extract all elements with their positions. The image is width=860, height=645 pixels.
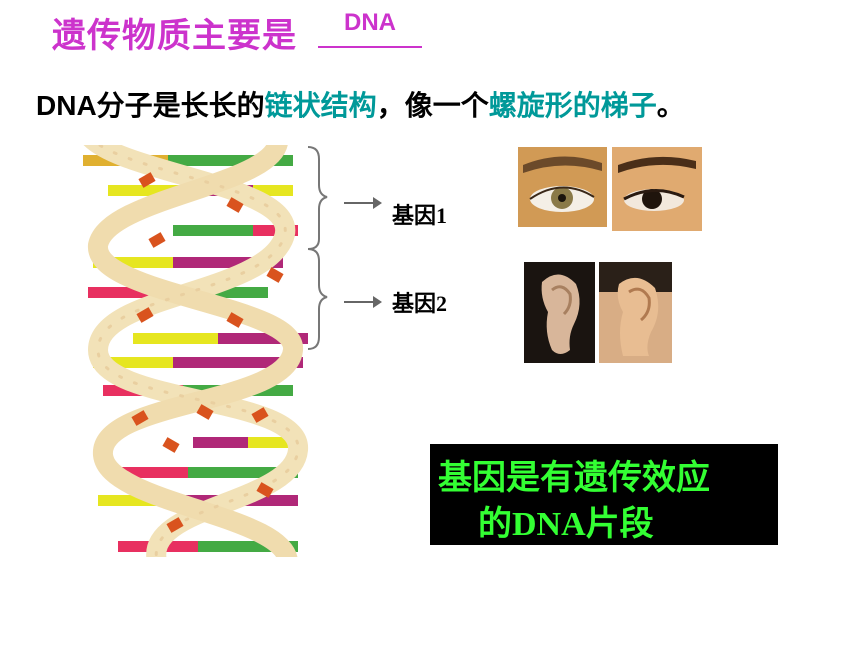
gene2-label: 基因2 <box>392 291 448 316</box>
gene-definition-line1: 基因是有遗传效应 <box>438 460 710 497</box>
gene1-label: 基因1 <box>392 203 448 228</box>
sentence-part2: ，像一个 <box>376 90 489 121</box>
title-prefix: 遗传物质主要是 <box>52 17 297 55</box>
dna-description: DNA分子是长长的链状结构，像一个螺旋形的梯子。 <box>36 84 685 124</box>
sentence-part3: 。 <box>656 90 685 121</box>
sentence-part1: DNA分子是长长的 <box>36 90 265 121</box>
dna-helix-illustration <box>83 145 308 557</box>
phosphate-markers <box>131 172 284 533</box>
gene-definition-line2: 的DNA片段 <box>478 506 654 543</box>
term-spiral-ladder: 螺旋形的梯子 <box>488 90 657 121</box>
gene-braces <box>307 146 328 350</box>
answer-text: DNA <box>344 9 396 36</box>
eye-photo-dark <box>612 147 702 231</box>
answer-blank: DNA <box>318 10 422 48</box>
gene-definition-box: 基因是有遗传效应 的DNA片段 <box>430 444 778 545</box>
term-chain-structure: 链状结构 <box>264 90 377 121</box>
ear-photo-light <box>599 262 672 363</box>
page-title: 遗传物质主要是 <box>52 8 297 57</box>
eye-photo-light <box>518 147 607 227</box>
arrow-to-gene1 <box>344 197 382 209</box>
arrow-to-gene2 <box>344 296 382 308</box>
ear-photo-dark <box>524 262 595 363</box>
